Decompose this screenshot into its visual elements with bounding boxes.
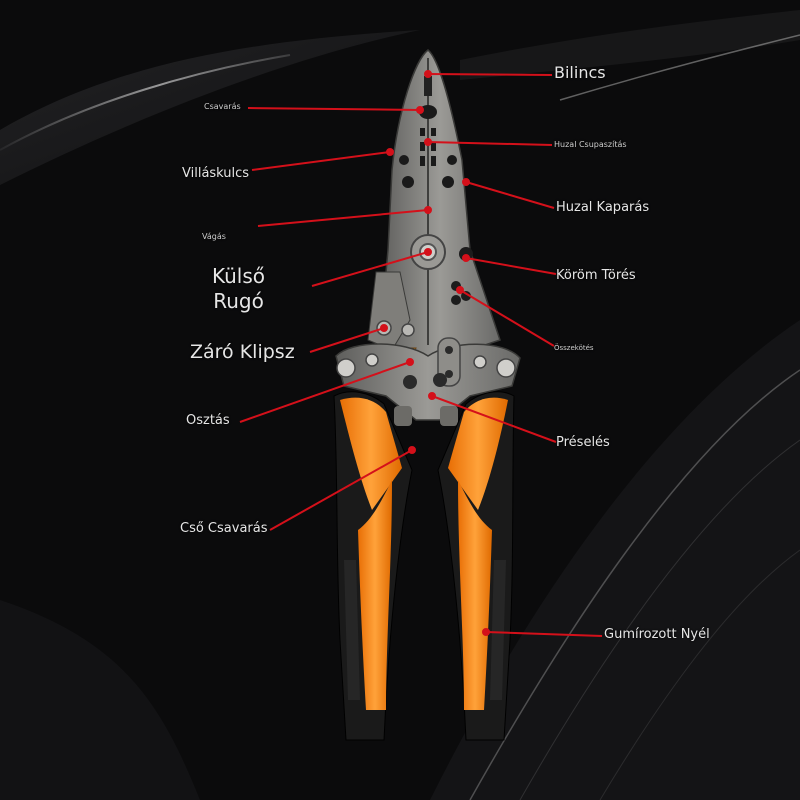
left-handle [333,391,413,741]
pliers-jaw [379,49,501,361]
label-osztas: Osztás [186,413,230,428]
label-csavaras: Csavarás [204,102,241,111]
label-huzal-kaparas: Huzal Kaparás [556,200,650,215]
label-kulso-rugo: Külső Rugó [212,264,266,313]
label-korom-tores: Köröm Törés [556,268,636,283]
label-osszekotes: Összekötés [554,344,594,352]
label-gumirozott-nyel: Gumírozott Nyél [604,627,710,642]
label-villaskulcs: Villáskulcs [182,166,250,181]
crimp-section [335,337,521,426]
label-preseles: Préselés [556,435,610,450]
label-huzal-csupaszitas: Huzal Csupaszítás [554,140,627,149]
label-zaro-klipsz: Záró Klipsz [190,341,295,363]
label-cso-csavaras: Cső Csavarás [180,521,268,536]
label-bilincs: Bilincs [554,63,606,82]
right-handle [437,391,515,741]
label-vagas: Vágás [202,232,226,241]
